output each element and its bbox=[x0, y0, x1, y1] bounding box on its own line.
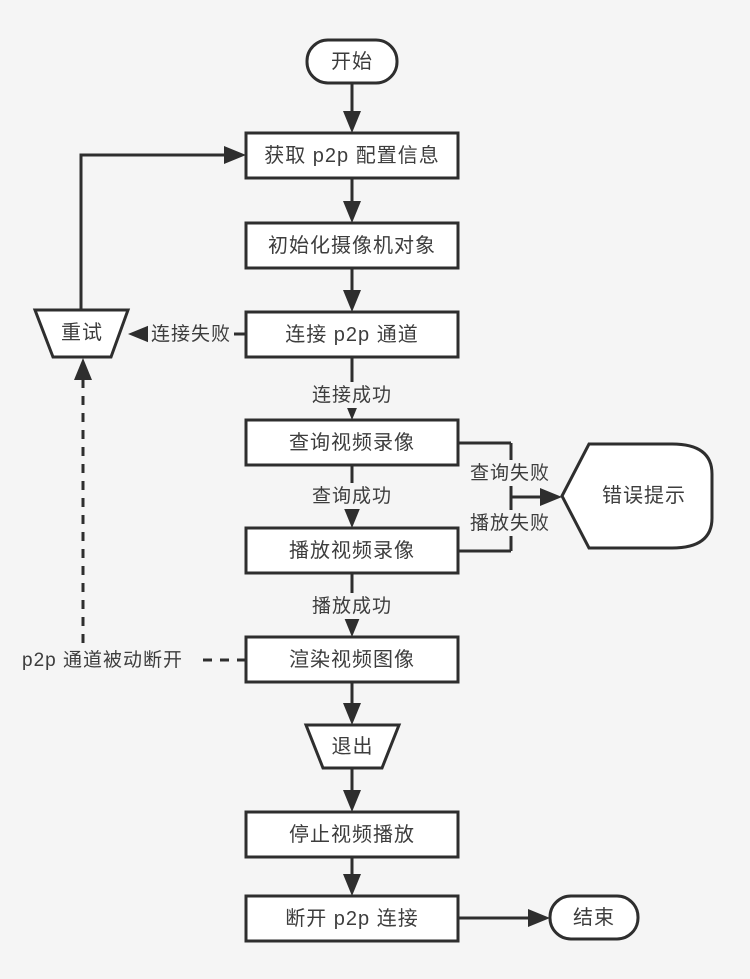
arrowhead-connect-retry bbox=[128, 325, 150, 343]
node-connect: 连接 p2p 通道 bbox=[246, 312, 458, 357]
node-error-label: 错误提示 bbox=[602, 485, 686, 507]
arrowhead-retry-getconfig bbox=[224, 146, 246, 164]
node-play-label: 播放视频录像 bbox=[289, 539, 415, 562]
node-init-camera: 初始化摄像机对象 bbox=[246, 223, 458, 268]
arrowhead-passive-retry bbox=[74, 358, 92, 380]
node-retry: 重试 bbox=[38, 310, 126, 356]
node-query-label: 查询视频录像 bbox=[289, 431, 415, 454]
node-play: 播放视频录像 bbox=[246, 528, 458, 573]
node-exit: 退出 bbox=[306, 725, 399, 768]
node-start-label: 开始 bbox=[331, 50, 373, 73]
edge-label-passive-disconnect: p2p 通道被动断开 bbox=[22, 647, 196, 673]
node-exit-shape bbox=[303, 723, 402, 770]
edge-label-query-ok: 查询成功 bbox=[309, 483, 395, 509]
arrowhead-render-exit bbox=[343, 703, 361, 725]
arrowhead-exit-stop bbox=[343, 790, 361, 812]
node-stop: 停止视频播放 bbox=[246, 812, 458, 857]
node-disconnect-label: 断开 p2p 连接 bbox=[285, 907, 419, 930]
node-end-shape bbox=[548, 894, 640, 941]
node-render: 渲染视频图像 bbox=[246, 637, 458, 682]
node-retry-shape bbox=[32, 308, 131, 359]
arrowhead-start-getconfig bbox=[343, 111, 361, 133]
node-disconnect: 断开 p2p 连接 bbox=[246, 896, 458, 941]
arrowhead-stop-disconnect bbox=[343, 874, 361, 896]
edge-retry-getconfig-loop bbox=[79, 153, 228, 310]
edge-label-play-ok: 播放成功 bbox=[309, 593, 395, 619]
node-get-config: 获取 p2p 配置信息 bbox=[246, 133, 458, 178]
node-exit-label: 退出 bbox=[331, 735, 374, 758]
edge-label-connect-ok: 连接成功 bbox=[309, 382, 395, 408]
arrowhead-getconfig-initcamera bbox=[343, 201, 361, 223]
arrowhead-play-render bbox=[343, 615, 361, 637]
node-init-camera-label: 初始化摄像机对象 bbox=[268, 234, 436, 257]
node-stop-label: 停止视频播放 bbox=[289, 823, 415, 846]
node-stop-shape bbox=[244, 810, 460, 859]
node-render-shape bbox=[244, 635, 460, 684]
node-get-config-label: 获取 p2p 配置信息 bbox=[264, 144, 440, 167]
arrowheads bbox=[74, 111, 562, 927]
node-play-shape bbox=[244, 526, 460, 575]
edge-label-play-fail: 播放失败 bbox=[467, 510, 553, 536]
node-init-camera-shape bbox=[244, 221, 460, 270]
node-shapes bbox=[32, 38, 714, 943]
arrowhead-query-play bbox=[343, 506, 361, 528]
node-end: 结束 bbox=[550, 896, 638, 939]
edge-label-query-fail: 查询失败 bbox=[467, 460, 553, 486]
arrowhead-disconnect-end bbox=[528, 909, 550, 927]
node-query: 查询视频录像 bbox=[246, 420, 458, 465]
arrowhead-initcamera-connect bbox=[343, 290, 361, 312]
node-connect-shape bbox=[244, 310, 460, 359]
node-connect-label: 连接 p2p 通道 bbox=[285, 323, 419, 346]
edge-label-connect-fail: 连接失败 bbox=[148, 321, 234, 347]
node-disconnect-shape bbox=[244, 894, 460, 943]
node-render-label: 渲染视频图像 bbox=[289, 648, 415, 671]
node-retry-label: 重试 bbox=[61, 322, 103, 344]
node-start-shape bbox=[305, 38, 399, 85]
node-error: 错误提示 bbox=[576, 444, 712, 548]
node-error-shape bbox=[560, 442, 714, 550]
node-start: 开始 bbox=[307, 40, 397, 83]
node-end-label: 结束 bbox=[573, 906, 615, 929]
arrowhead-junction-error bbox=[540, 488, 562, 506]
